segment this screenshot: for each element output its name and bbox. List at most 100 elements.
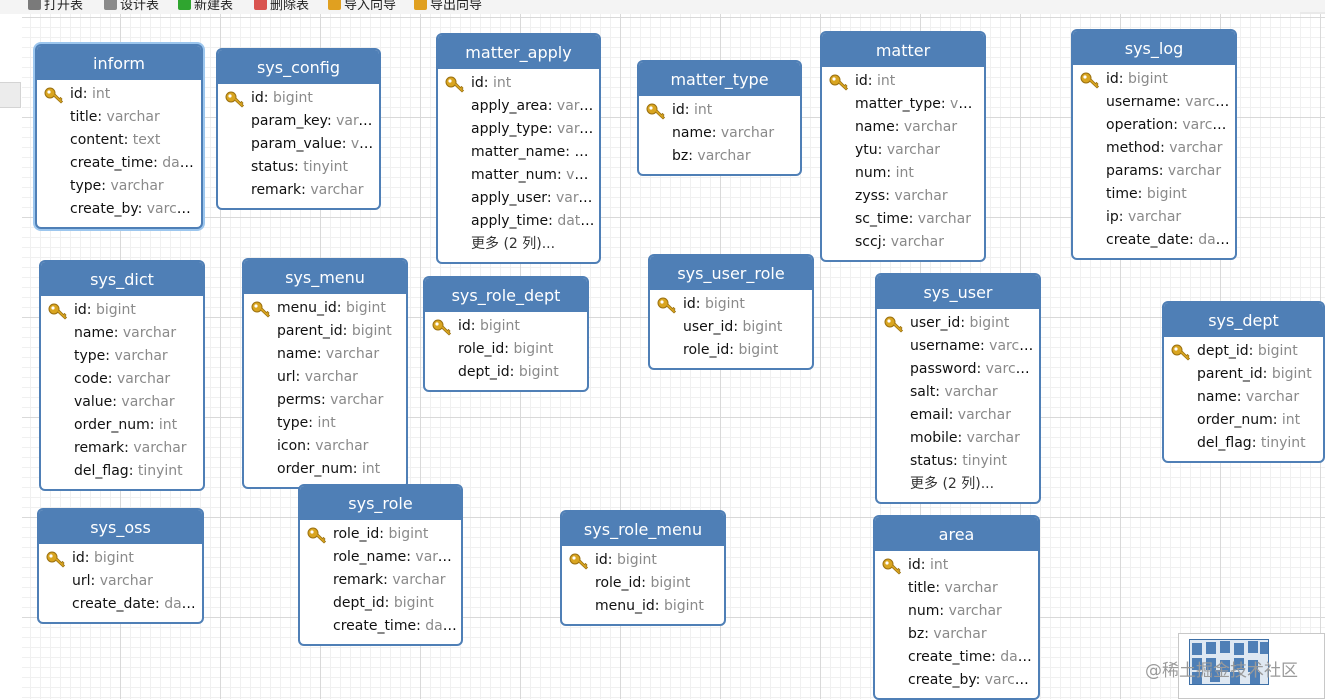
column-row[interactable]: order_num: int [1164, 409, 1323, 432]
column-row[interactable]: id: int [438, 72, 599, 95]
minimap[interactable] [1178, 633, 1325, 699]
column-row[interactable]: bz: varchar [639, 145, 800, 168]
column-row[interactable]: email: varchar [877, 404, 1039, 427]
column-row[interactable]: content: text [37, 129, 201, 152]
column-row[interactable]: title: varchar [875, 577, 1038, 600]
column-row[interactable]: role_name: varchar [300, 546, 461, 569]
column-row[interactable]: apply_area: varc... [438, 95, 599, 118]
column-row[interactable]: time: bigint [1073, 183, 1235, 206]
column-row[interactable]: remark: varchar [218, 179, 379, 202]
column-row[interactable]: menu_id: bigint [562, 595, 724, 618]
column-row[interactable]: ip: varchar [1073, 206, 1235, 229]
column-row[interactable]: username: varchar [877, 335, 1039, 358]
column-row[interactable]: role_id: bigint [425, 338, 587, 361]
column-row[interactable]: menu_id: bigint [244, 297, 406, 320]
column-row[interactable]: code: varchar [41, 368, 203, 391]
column-row[interactable]: create_time: date... [300, 615, 461, 638]
column-row[interactable]: name: varchar [822, 116, 984, 139]
sidebar-collapse-tab[interactable] [0, 82, 21, 108]
column-row[interactable]: param_value: var... [218, 133, 379, 156]
column-row[interactable]: id: int [639, 99, 800, 122]
toolbar-button-0[interactable]: 打开表 [28, 0, 83, 13]
toolbar-button-4[interactable]: 导入向导 [328, 0, 396, 13]
column-row[interactable]: id: bigint [650, 293, 812, 316]
column-row[interactable]: order_num: int [41, 414, 203, 437]
column-row[interactable]: id: bigint [41, 299, 203, 322]
column-row[interactable]: id: bigint [562, 549, 724, 572]
column-row[interactable]: perms: varchar [244, 389, 406, 412]
column-row[interactable]: ytu: varchar [822, 139, 984, 162]
column-row[interactable]: id: int [875, 554, 1038, 577]
column-row[interactable]: bz: varchar [875, 623, 1038, 646]
column-row[interactable]: url: varchar [244, 366, 406, 389]
column-row[interactable]: salt: varchar [877, 381, 1039, 404]
column-row[interactable]: id: bigint [218, 87, 379, 110]
column-row[interactable]: apply_time: date... [438, 210, 599, 233]
column-row[interactable]: parent_id: bigint [1164, 363, 1323, 386]
column-row[interactable]: create_date: dat... [1073, 229, 1235, 252]
column-row[interactable]: name: varchar [1164, 386, 1323, 409]
column-row[interactable]: password: varchar [877, 358, 1039, 381]
column-row[interactable]: dept_id: bigint [425, 361, 587, 384]
column-row[interactable]: operation: varchar [1073, 114, 1235, 137]
column-row[interactable]: method: varchar [1073, 137, 1235, 160]
column-row[interactable]: type: varchar [37, 175, 201, 198]
column-row[interactable]: dept_id: bigint [1164, 340, 1323, 363]
column-row[interactable]: status: tinyint [877, 450, 1039, 473]
column-row[interactable]: zyss: varchar [822, 185, 984, 208]
column-row[interactable]: sccj: varchar [822, 231, 984, 254]
column-row[interactable]: status: tinyint [218, 156, 379, 179]
column-row[interactable]: order_num: int [244, 458, 406, 481]
column-row[interactable]: url: varchar [39, 570, 202, 593]
column-row[interactable]: mobile: varchar [877, 427, 1039, 450]
column-row[interactable]: name: varchar [41, 322, 203, 345]
column-row[interactable]: id: int [822, 70, 984, 93]
column-row[interactable]: dept_id: bigint [300, 592, 461, 615]
column-row[interactable]: icon: varchar [244, 435, 406, 458]
column-row[interactable]: num: int [822, 162, 984, 185]
minimap-viewport[interactable] [1189, 639, 1269, 685]
column-row[interactable]: apply_user: varch... [438, 187, 599, 210]
column-row[interactable]: type: varchar [41, 345, 203, 368]
column-row[interactable]: role_id: bigint [650, 339, 812, 362]
column-row[interactable]: value: varchar [41, 391, 203, 414]
column-row[interactable]: matter_type: varc... [822, 93, 984, 116]
column-row[interactable]: matter_num: varc... [438, 164, 599, 187]
column-row[interactable]: create_by: varchar [37, 198, 201, 221]
column-row[interactable]: create_time: date... [37, 152, 201, 175]
column-row[interactable]: create_by: varchar [875, 669, 1038, 692]
column-row[interactable]: id: bigint [425, 315, 587, 338]
column-row[interactable]: parent_id: bigint [244, 320, 406, 343]
toolbar-button-1[interactable]: 设计表 [104, 0, 159, 13]
column-row[interactable]: sc_time: varchar [822, 208, 984, 231]
column-row[interactable]: id: bigint [1073, 68, 1235, 91]
toolbar-button-2[interactable]: 新建表 [178, 0, 233, 13]
column-row[interactable]: params: varchar [1073, 160, 1235, 183]
column-row[interactable]: id: int [37, 83, 201, 106]
column-row[interactable]: create_time: date... [875, 646, 1038, 669]
toolbar-button-5[interactable]: 导出向导 [414, 0, 482, 13]
column-row[interactable]: num: varchar [875, 600, 1038, 623]
column-row[interactable]: name: varchar [639, 122, 800, 145]
more-columns-link[interactable]: 更多 (2 列)... [471, 236, 556, 252]
column-row[interactable]: apply_type: varc... [438, 118, 599, 141]
column-row[interactable]: role_id: bigint [300, 523, 461, 546]
column-row[interactable]: remark: varchar [300, 569, 461, 592]
column-row[interactable]: user_id: bigint [877, 312, 1039, 335]
column-row[interactable]: role_id: bigint [562, 572, 724, 595]
column-row[interactable]: create_date: dat... [39, 593, 202, 616]
column-row[interactable]: param_key: varch... [218, 110, 379, 133]
